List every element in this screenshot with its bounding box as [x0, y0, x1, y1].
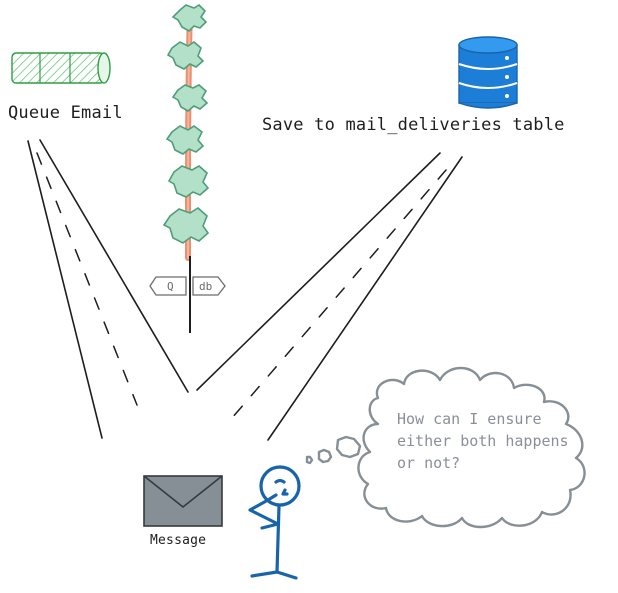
- road-right-branch: [196, 152, 463, 441]
- queue-email-label: Queue Email: [8, 103, 123, 123]
- tree-icon: [162, 3, 210, 261]
- thought-line-3: or not?: [397, 454, 461, 472]
- save-table-label: Save to mail_deliveries table: [262, 115, 565, 135]
- sign-left-text: Q: [167, 280, 174, 293]
- queue-cylinder-icon: [11, 52, 111, 84]
- thought-cloud: [305, 366, 586, 529]
- thought-line-2: either both happens: [397, 432, 569, 450]
- sign-right-text: db: [199, 280, 212, 293]
- message-label: Message: [150, 533, 207, 548]
- database-icon: [458, 36, 518, 109]
- thought-text: How can I ensure either both happens or …: [397, 408, 569, 474]
- envelope-icon: [143, 475, 223, 527]
- signpost-icon: Q db: [149, 256, 226, 333]
- stick-figure-thinking-icon: [248, 465, 301, 580]
- road-left-branch: [27, 139, 189, 439]
- thought-line-1: How can I ensure: [397, 410, 542, 428]
